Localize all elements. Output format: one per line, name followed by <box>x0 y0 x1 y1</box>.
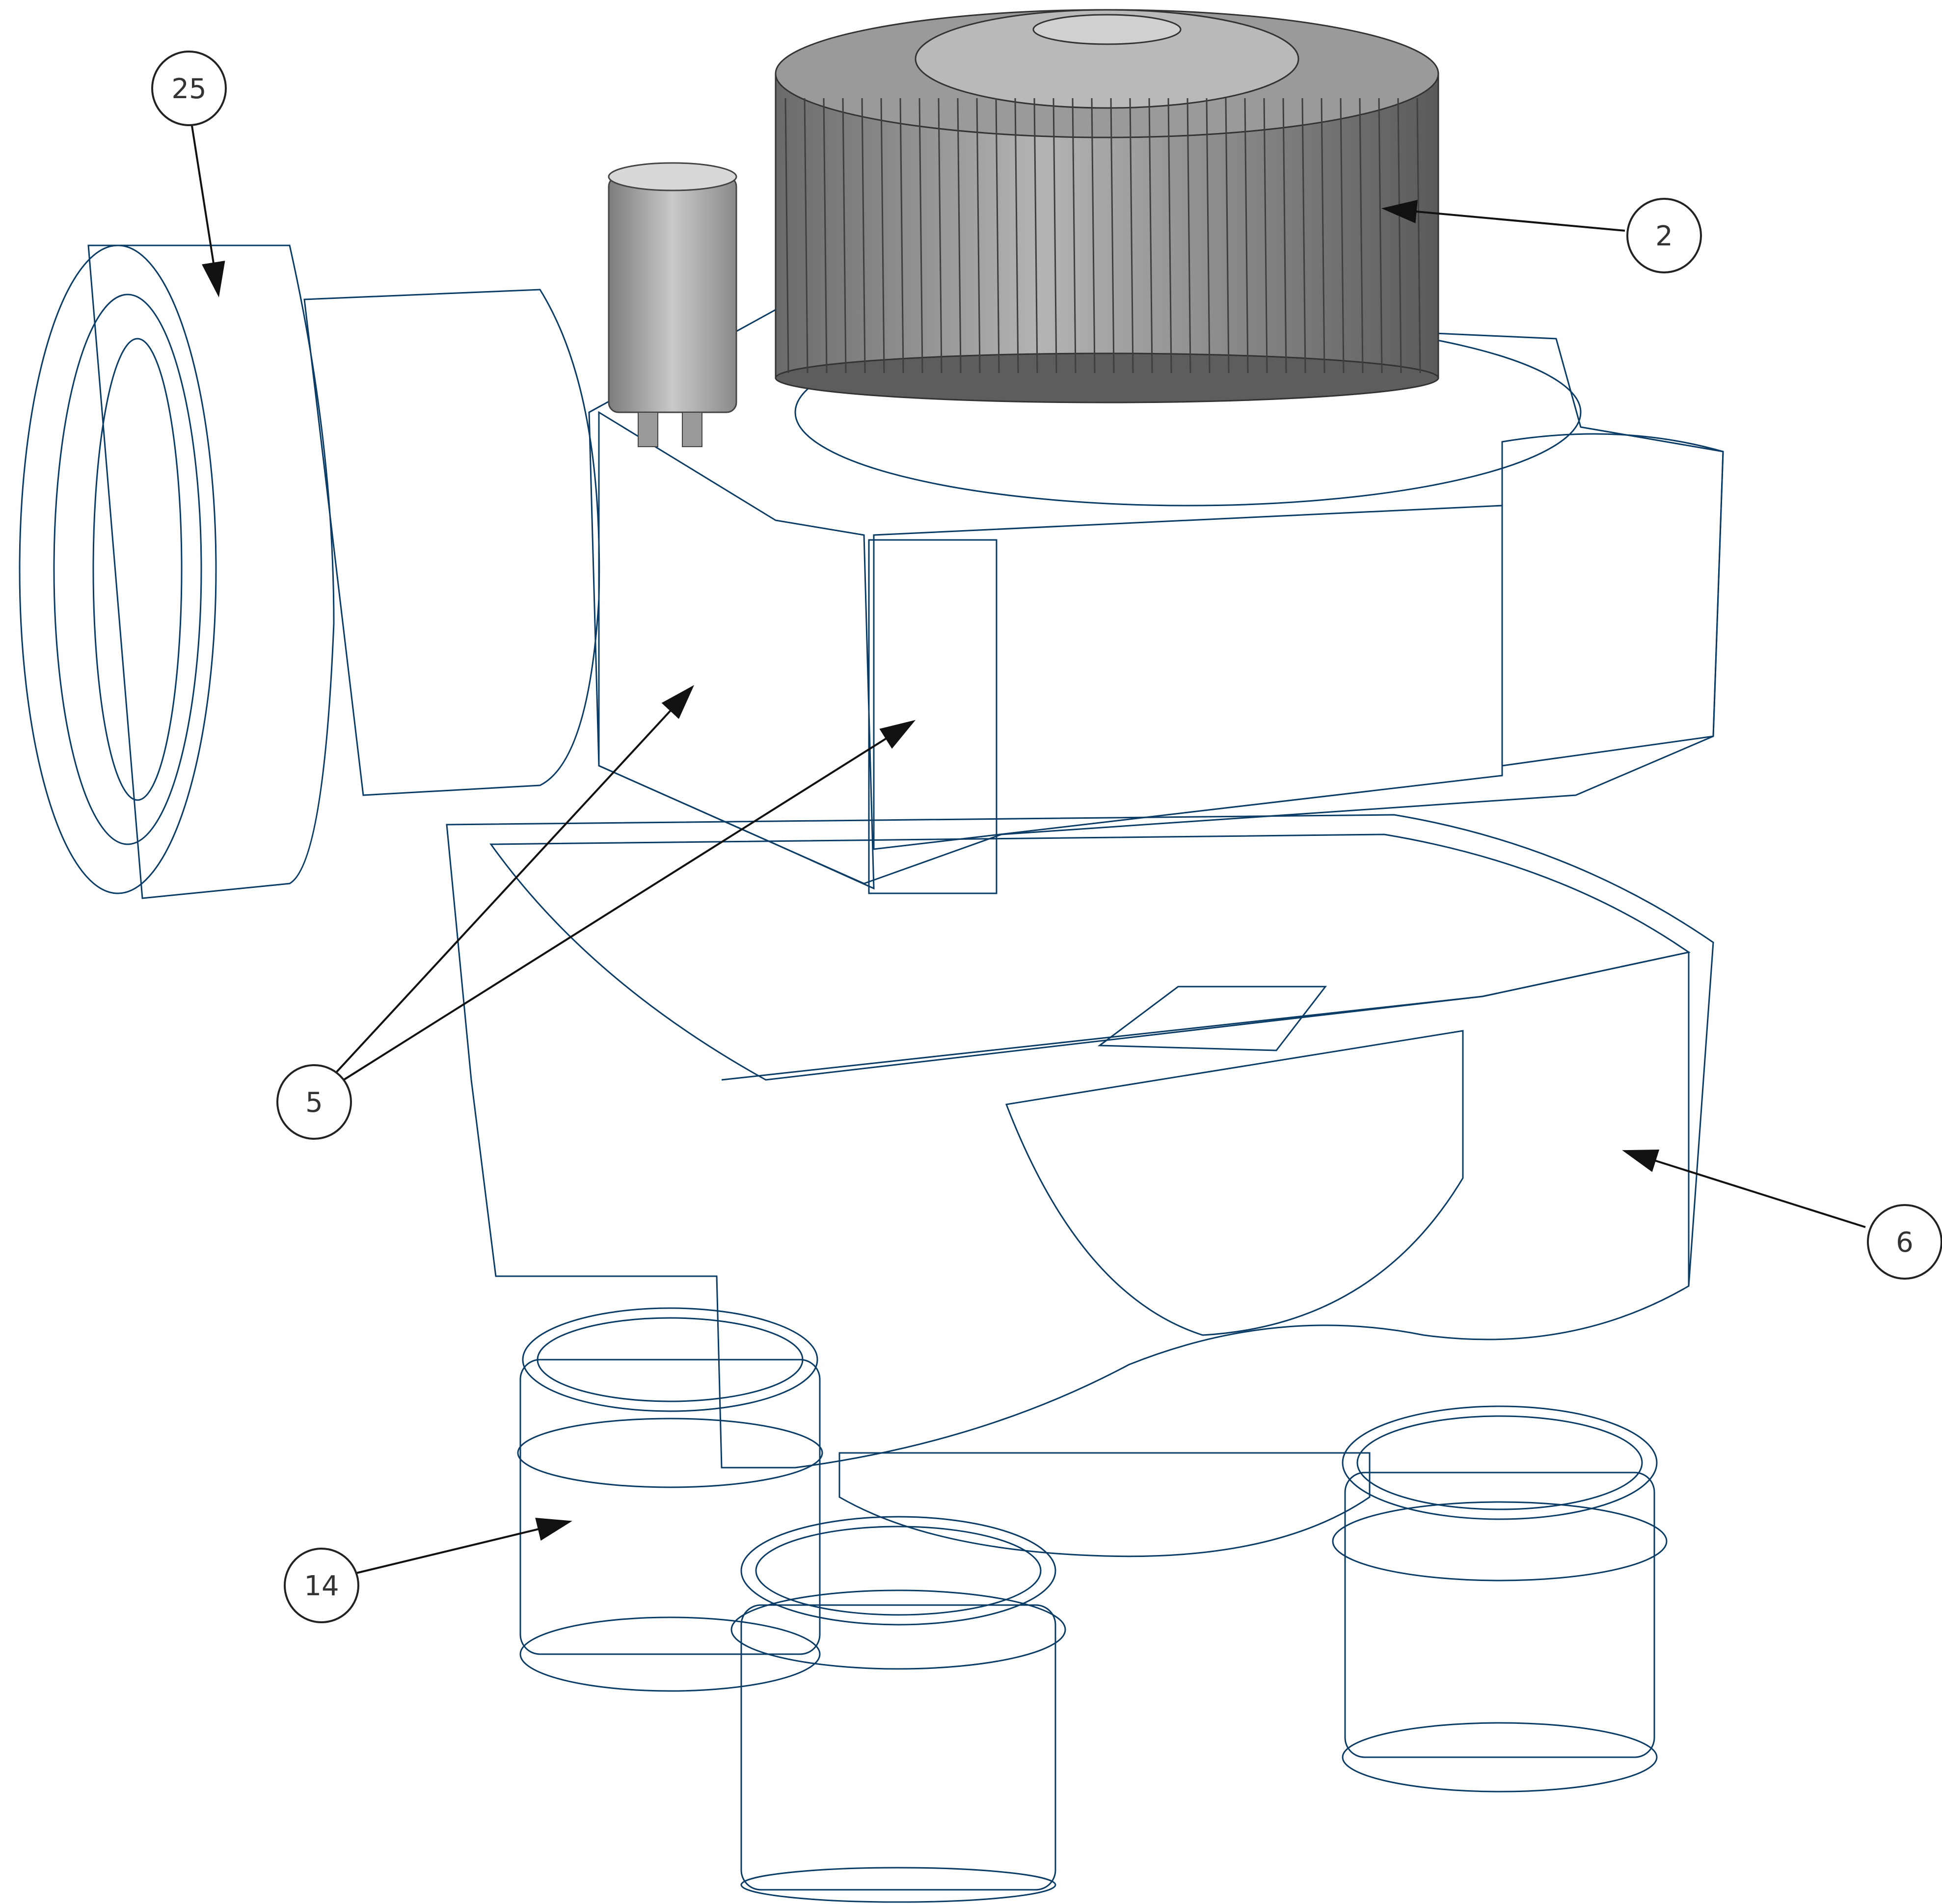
fan-blade <box>784 98 789 374</box>
callout-14: 14 <box>284 1518 572 1623</box>
fan-blade <box>1301 98 1306 374</box>
spigot-rear-center <box>838 1452 1371 1557</box>
svg-text:6: 6 <box>1896 1227 1914 1259</box>
fan-blade <box>1072 98 1077 374</box>
callouts: 25 2 5 6 14 <box>151 51 1942 1623</box>
callout-6: 6 <box>1622 1150 1942 1280</box>
fan-blade <box>1206 98 1211 374</box>
fan-blade <box>842 98 847 374</box>
spigot-front-right <box>1332 1405 1668 1793</box>
fan-blade <box>1397 98 1402 374</box>
fan-blade <box>938 98 943 374</box>
fan-blade <box>1014 98 1019 374</box>
svg-text:14: 14 <box>304 1570 339 1602</box>
fan-blade <box>823 98 828 374</box>
svg-text:5: 5 <box>305 1087 323 1119</box>
bottom-spigots <box>517 1307 1668 1903</box>
fan-blade <box>1129 98 1134 374</box>
fan-blade <box>1282 98 1287 374</box>
callout-5: 5 <box>276 685 916 1140</box>
fan-blade <box>1340 98 1345 374</box>
fan-blade <box>899 98 904 374</box>
callout-25: 25 <box>151 51 227 297</box>
lower-housing <box>446 814 1714 1469</box>
fan-blade <box>918 98 923 374</box>
fan-blade <box>804 98 809 374</box>
fan-blade <box>1187 98 1191 374</box>
fan-blade <box>1091 98 1096 374</box>
callout-2: 2 <box>1381 198 1702 273</box>
fan-blade <box>1263 98 1268 374</box>
fan-blade <box>1167 98 1172 374</box>
fan-blade <box>1052 98 1057 374</box>
fan-blade <box>976 98 981 374</box>
fan-blade <box>1416 98 1421 374</box>
fan-blade <box>1225 98 1230 374</box>
fan-blade <box>1244 98 1249 374</box>
side-duct-collar <box>19 244 600 899</box>
fan-blade <box>1148 98 1153 374</box>
spigot-rear-left <box>517 1307 823 1692</box>
fan-blade <box>957 98 962 374</box>
fan-blade <box>861 98 866 374</box>
fan-wheel <box>775 9 1439 403</box>
fan-blade <box>995 98 1000 374</box>
fan-blade <box>1378 98 1383 374</box>
svg-text:25: 25 <box>171 73 206 105</box>
spigot-front-center <box>730 1516 1066 1903</box>
fan-blade <box>1321 98 1325 374</box>
fan-blade <box>1110 98 1115 374</box>
svg-text:2: 2 <box>1655 220 1673 252</box>
fan-blade <box>1359 98 1364 374</box>
capacitor <box>608 162 737 447</box>
fan-blade <box>880 98 885 374</box>
fan-blade <box>1033 98 1038 374</box>
